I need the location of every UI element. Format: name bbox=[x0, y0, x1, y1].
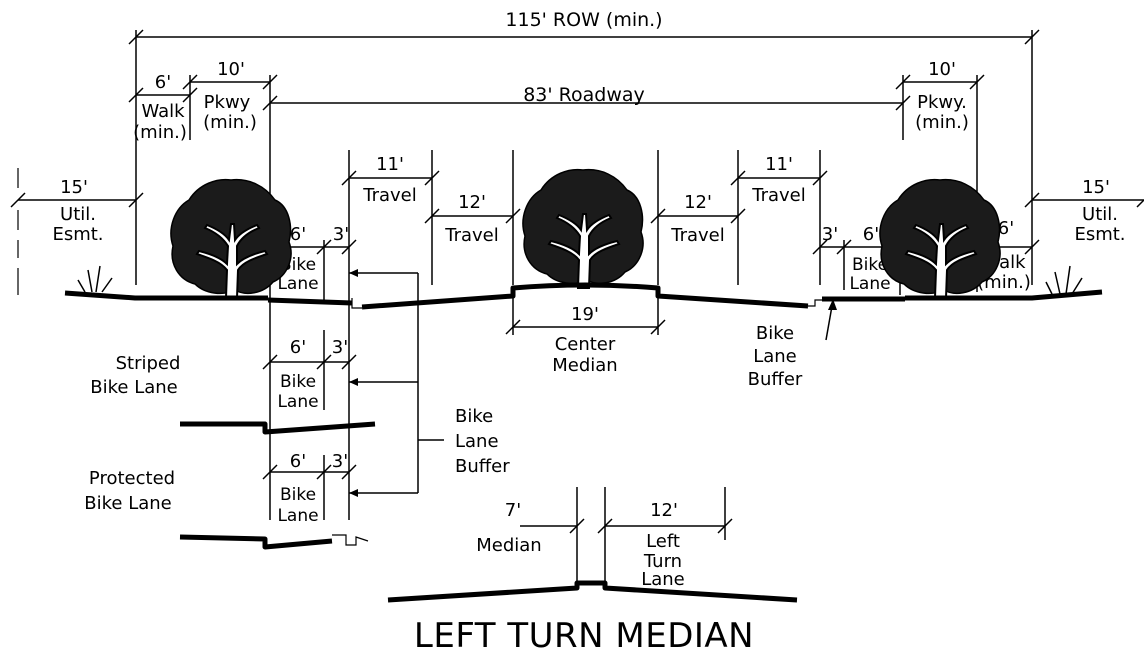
left-buffer-dim-text: 3' bbox=[333, 224, 349, 245]
right-util-dimension: 15' Util. Esmt. bbox=[1024, 177, 1144, 245]
protected-bike-label-1-text: Bike bbox=[280, 485, 316, 505]
right-pkwy-dimension: 10' Pkwy. (min.) bbox=[895, 59, 985, 247]
striped-bike-label-2-text: Lane bbox=[277, 392, 318, 412]
right-tree-icon bbox=[878, 178, 1002, 299]
buffer-callout-line-1-text: Bike bbox=[455, 406, 493, 427]
left-travel2-dim-text: 12' bbox=[458, 192, 486, 213]
right-bike-dim-text: 6' bbox=[863, 224, 879, 245]
right-util-label-1-text: Util. bbox=[1082, 204, 1118, 225]
protected-buffer-dim-text: 3' bbox=[332, 451, 348, 472]
right-buffer-note-3-text: Buffer bbox=[748, 369, 803, 390]
right-bike-label-2-text: Lane bbox=[849, 274, 890, 294]
left-util-label-1-text: Util. bbox=[60, 204, 96, 225]
left-util-dimension: 15' Util. Esmt. bbox=[10, 168, 144, 295]
right-pkwy-label-2-text: (min.) bbox=[915, 112, 969, 133]
right-bike-label-1-text: Bike bbox=[852, 255, 888, 275]
left-travel1-dim-text: 11' bbox=[376, 154, 404, 175]
left-pkwy-label-2-text: (min.) bbox=[203, 112, 257, 133]
bike-lane-buffer-callout: Bike Lane Buffer bbox=[349, 269, 510, 497]
left-tree-icon bbox=[169, 178, 293, 299]
left-walk-label-2-text: (min.) bbox=[133, 122, 187, 143]
striped-title-2-text: Bike Lane bbox=[90, 377, 177, 398]
protected-title-1-text: Protected bbox=[89, 468, 175, 489]
protected-bike-label-2-text: Lane bbox=[277, 506, 318, 526]
left-turn-turn-label-1-text: Left bbox=[646, 531, 680, 552]
right-bike-lane-dimension: 3' 6' Bike Lane bbox=[812, 224, 908, 295]
protected-bike-dim-text: 6' bbox=[290, 451, 306, 472]
right-buffer-dim-text: 3' bbox=[822, 224, 838, 245]
left-travel2-label-text: Travel bbox=[444, 225, 499, 246]
right-travel2-dim-text: 12' bbox=[684, 192, 712, 213]
right-pkwy-dim-text: 10' bbox=[928, 59, 956, 80]
median-label-1-text: Center bbox=[555, 334, 616, 355]
median-dim-text: 19' bbox=[571, 304, 599, 325]
row-dimension: 115' ROW (min.) bbox=[128, 9, 1040, 285]
striped-bike-lane: Striped Bike Lane 6' 3' Bike Lane bbox=[90, 337, 376, 435]
center-tree-icon bbox=[521, 168, 645, 289]
right-travel1-dim-text: 11' bbox=[765, 154, 793, 175]
buffer-callout-line-2-text: Lane bbox=[455, 431, 499, 452]
roadway-label: 83' Roadway bbox=[523, 84, 645, 106]
right-pkwy-label-1-text: Pkwy. bbox=[917, 92, 967, 113]
protected-bike-lane: Protected Bike Lane 6' 3' Bike Lane bbox=[84, 451, 369, 550]
left-util-dim-text: 15' bbox=[60, 177, 88, 198]
left-turn-turn-label-3-text: Lane bbox=[641, 569, 685, 590]
left-turn-median: 7' Median 12' Left Turn Lane LEFT TURN M… bbox=[387, 487, 798, 653]
right-buffer-note-2-text: Lane bbox=[753, 346, 797, 367]
right-buffer-note-1-text: Bike bbox=[756, 323, 794, 344]
striped-title-1-text: Striped bbox=[116, 353, 181, 374]
left-turn-median-title: LEFT TURN MEDIAN bbox=[414, 616, 754, 653]
row-label: 115' ROW (min.) bbox=[505, 9, 662, 31]
left-travel1-label-text: Travel bbox=[362, 185, 417, 206]
left-pkwy-label-1-text: Pkwy bbox=[204, 92, 251, 113]
buffer-callout-line-3-text: Buffer bbox=[455, 456, 510, 477]
striped-bike-dim-text: 6' bbox=[290, 337, 306, 358]
protected-title-2-text: Bike Lane bbox=[84, 493, 171, 514]
striped-buffer-dim-text: 3' bbox=[332, 337, 348, 358]
right-travel1-label-text: Travel bbox=[751, 185, 806, 206]
median-label-2-text: Median bbox=[552, 355, 617, 376]
left-util-label-2-text: Esmt. bbox=[52, 224, 103, 245]
roadway-profile bbox=[64, 265, 1103, 310]
center-median-dimension: 19' Center Median bbox=[505, 150, 666, 376]
right-util-dim-text: 15' bbox=[1082, 177, 1110, 198]
left-turn-turn-dim-text: 12' bbox=[650, 500, 678, 521]
roadway-dimension: 83' Roadway bbox=[262, 84, 911, 111]
left-walk-dimension: 6' Walk (min.) bbox=[128, 72, 198, 143]
left-turn-median-label-text: Median bbox=[476, 535, 541, 556]
left-turn-turn-label-2-text: Turn bbox=[643, 551, 682, 572]
left-travel1-dimension: 11' Travel bbox=[341, 150, 440, 300]
left-travel2-dimension: 12' Travel bbox=[424, 150, 521, 285]
left-walk-label-1-text: Walk bbox=[141, 101, 185, 122]
left-walk-dim-text: 6' bbox=[155, 72, 171, 93]
striped-bike-label-1-text: Bike bbox=[280, 372, 316, 392]
right-walk-dim-text: 6' bbox=[998, 218, 1014, 239]
right-util-label-2-text: Esmt. bbox=[1074, 224, 1125, 245]
bike-lane-variants-guides bbox=[269, 300, 350, 520]
left-pkwy-dim-text: 10' bbox=[217, 59, 245, 80]
right-bike-lane-buffer-note: Bike Lane Buffer bbox=[748, 299, 837, 390]
right-travel2-label-text: Travel bbox=[670, 225, 725, 246]
left-bike-dim-text: 6' bbox=[290, 224, 306, 245]
right-travel1-dimension: 11' Travel bbox=[730, 150, 828, 285]
left-turn-median-dim-text: 7' bbox=[505, 500, 521, 521]
right-travel2-dimension: 12' Travel bbox=[650, 150, 746, 285]
left-bike-label-2-text: Lane bbox=[277, 274, 318, 294]
